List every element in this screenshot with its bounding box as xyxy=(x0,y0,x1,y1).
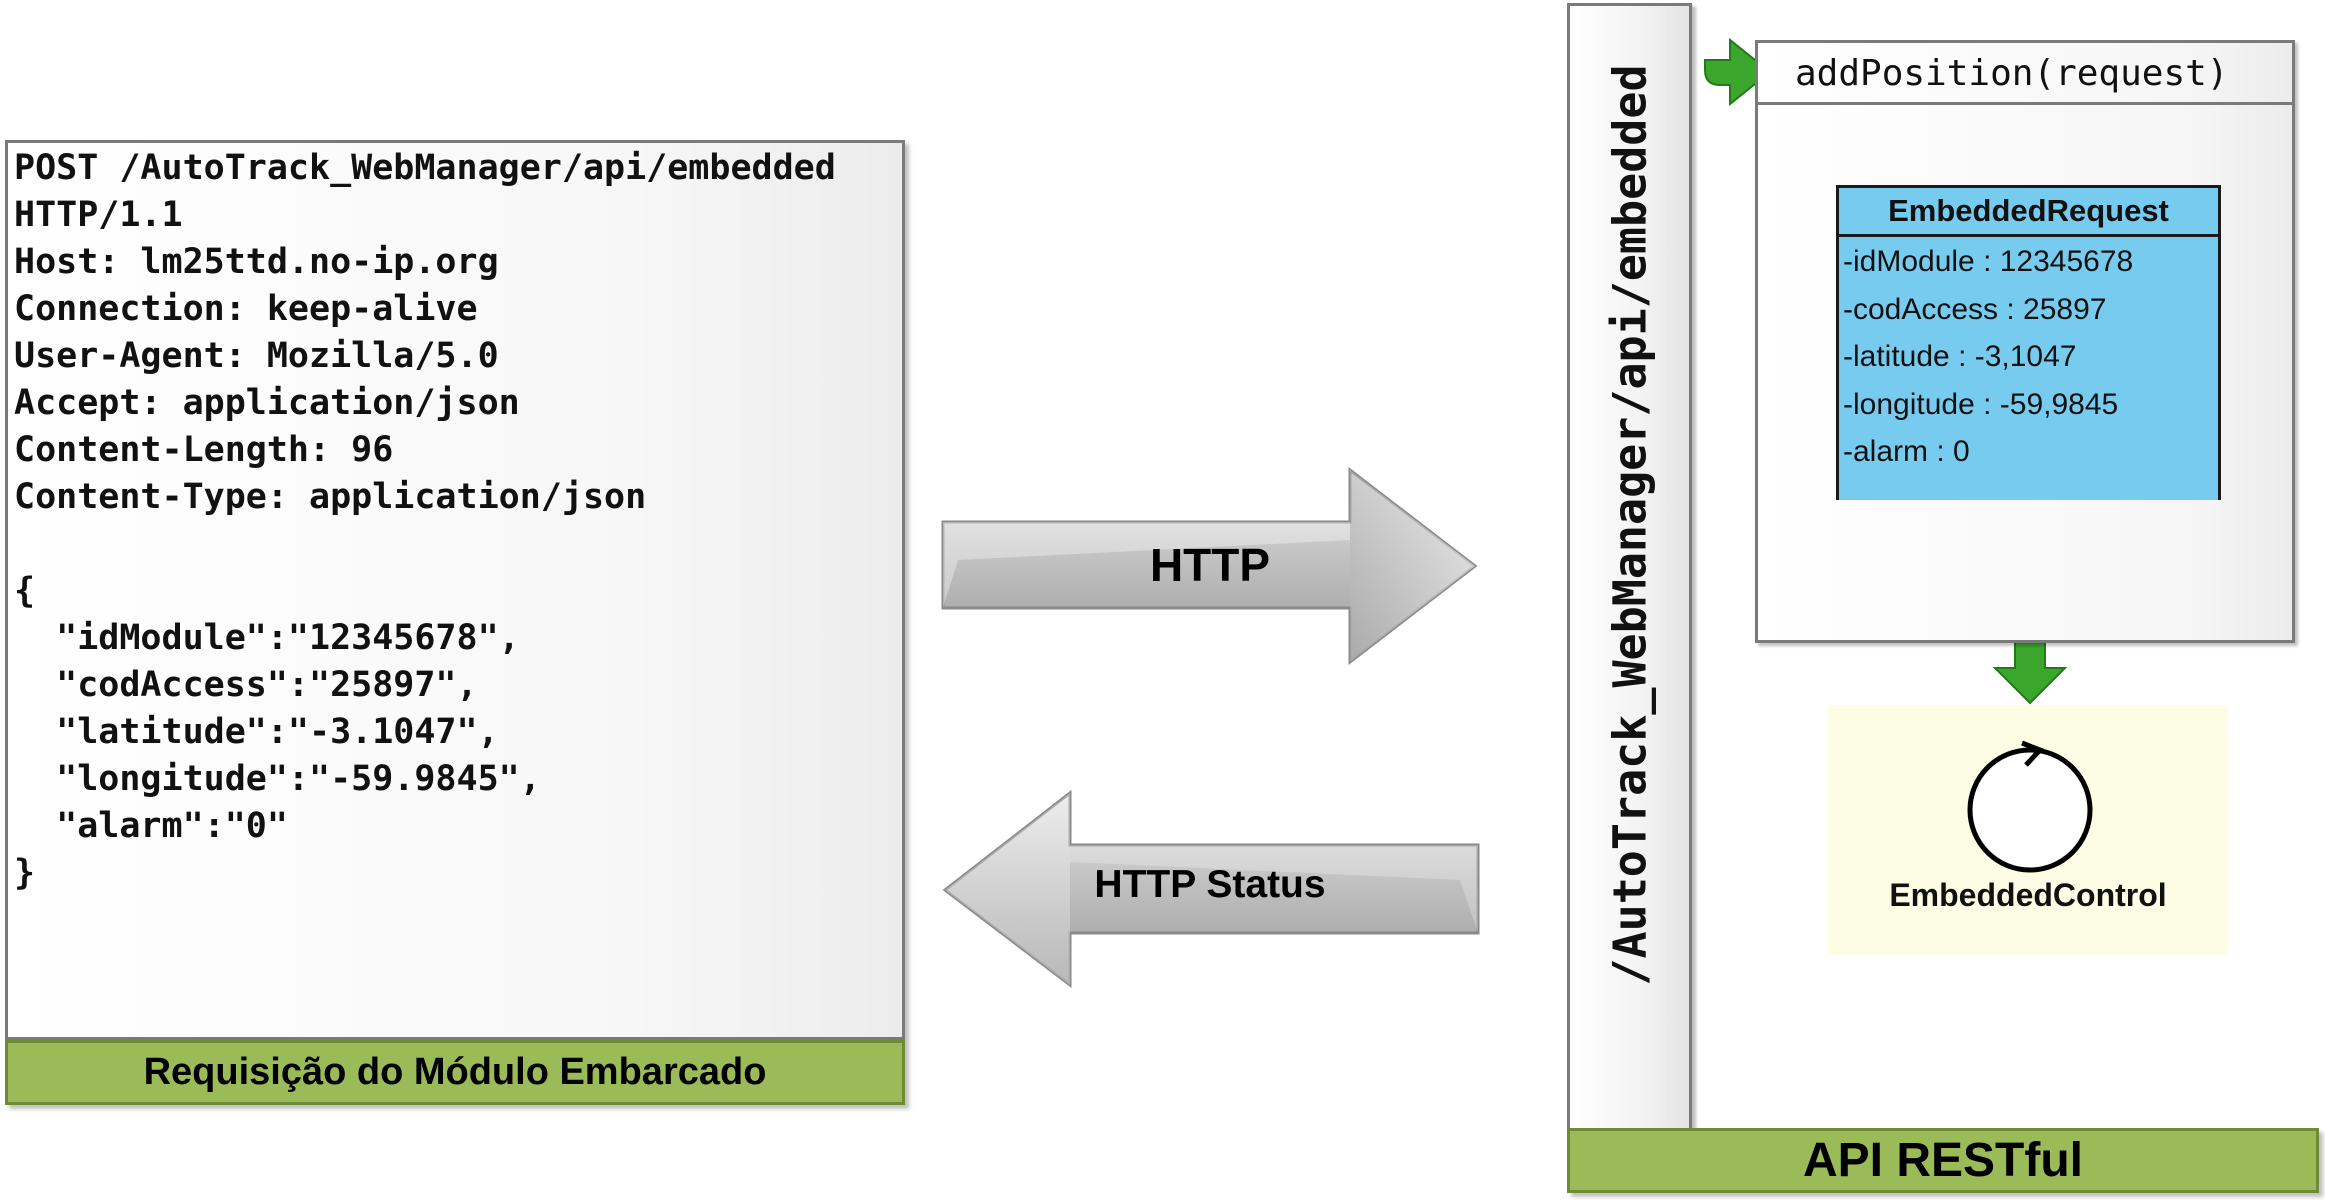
uml-attribute: -codAccess : 25897 xyxy=(1843,292,2107,326)
request-line: Host: lm25ttd.no-ip.org xyxy=(14,242,499,282)
http-status-arrow xyxy=(942,789,1480,989)
request-line: "idModule":"12345678", xyxy=(14,618,520,658)
request-line: "latitude":"-3.1047", xyxy=(14,712,499,752)
api-endpoint-path-text: /AutoTrack_WebManager/api/embedded xyxy=(1603,64,1657,986)
http-status-arrow-label: HTTP Status xyxy=(1094,863,1326,906)
uml-class-embedded-request: EmbeddedRequest -idModule : 12345678 -co… xyxy=(1836,185,2221,500)
method-name: addPosition(request) xyxy=(1795,53,2229,94)
request-line: "longitude":"-59.9845", xyxy=(14,759,541,799)
request-panel-title: Requisição do Módulo Embarcado xyxy=(5,1040,905,1105)
request-line: Content-Length: 96 xyxy=(14,430,394,470)
uml-attribute: -longitude : -59,9845 xyxy=(1843,387,2119,421)
request-line: Accept: application/json xyxy=(14,383,520,423)
http-arrow-label: HTTP xyxy=(1149,539,1271,591)
request-line: { xyxy=(14,571,36,611)
request-line: HTTP/1.1 xyxy=(14,195,183,235)
request-line: POST /AutoTrack_WebManager/api/embedded xyxy=(14,148,836,188)
request-line: User-Agent: Mozilla/5.0 xyxy=(14,336,499,376)
uml-attribute: -alarm : 0 xyxy=(1843,435,1970,468)
request-panel xyxy=(5,140,905,1040)
method-header xyxy=(1755,40,2295,105)
request-line: } xyxy=(14,853,36,893)
api-endpoint-bar xyxy=(1567,3,1692,1131)
api-title: API RESTful xyxy=(1567,1128,2319,1193)
uml-attribute-list: -idModule : 12345678 -codAccess : 25897 … xyxy=(1843,238,2133,476)
uml-class-name: EmbeddedRequest xyxy=(1839,188,2218,237)
request-line: "alarm":"0" xyxy=(14,806,288,846)
http-request-arrow xyxy=(941,466,1478,666)
control-circle-icon xyxy=(1967,740,2093,873)
control-name: EmbeddedControl xyxy=(1889,877,2167,913)
request-line: Content-Type: application/json xyxy=(14,477,647,517)
uml-attribute: -latitude : -3,1047 xyxy=(1843,340,2077,373)
request-line: "codAccess":"25897", xyxy=(14,665,478,705)
uml-attribute: -idModule : 12345678 xyxy=(1843,245,2134,278)
request-line: Connection: keep-alive xyxy=(14,289,478,329)
